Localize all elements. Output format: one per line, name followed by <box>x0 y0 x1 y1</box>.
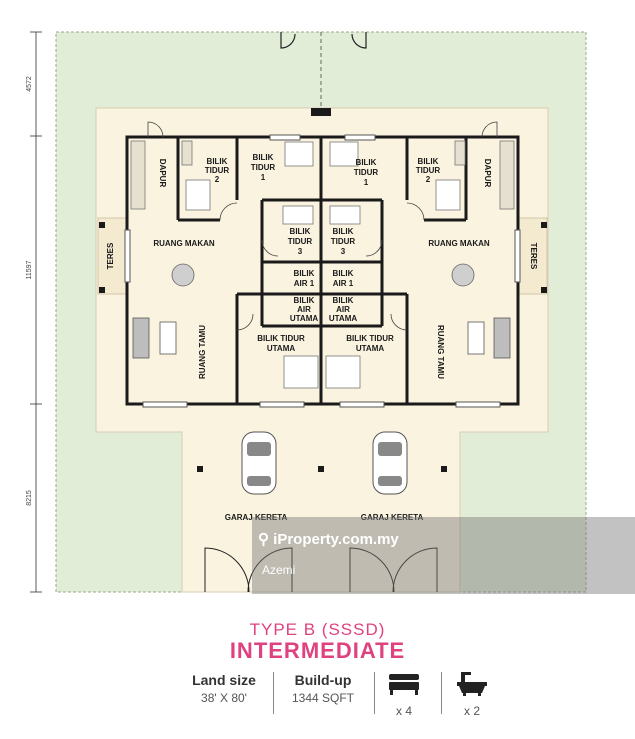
label-bilik-air-1-left: AIR 1 <box>294 279 315 288</box>
label-bilik-air-1-right: AIR 1 <box>333 279 354 288</box>
bedroom-count: x 4 <box>395 704 412 718</box>
label-ruang-tamu-right: RUANG TAMU <box>436 325 445 379</box>
label-teres-right: TERES <box>529 243 538 270</box>
label-teres-left: TERES <box>106 242 115 269</box>
label-bilik-tidur-1-left: TIDUR <box>251 163 276 172</box>
label-bilik-tidur-3-left: 3 <box>298 247 303 256</box>
label-bilik-tidur-3-left: BILIK <box>290 227 311 236</box>
build-up-label: Build-up <box>294 672 352 688</box>
kitchen-counters <box>130 140 515 210</box>
door-swings <box>147 121 498 331</box>
label-bilik-air-utama-left: UTAMA <box>290 314 319 323</box>
land-size-label: Land size <box>192 672 256 688</box>
dimension-4572: 4572 <box>26 76 33 92</box>
watermark-band <box>252 517 635 594</box>
pin-icon: ⚲ <box>258 531 269 548</box>
label-bilik-tidur-1-left: 1 <box>261 173 266 182</box>
label-bilik-tidur-2-left: 2 <box>215 175 220 184</box>
dimension-8215: 8215 <box>26 490 33 506</box>
pillars <box>99 108 547 472</box>
label-bilik-tidur-utama-left: BILIK TIDUR <box>257 334 305 343</box>
label-bilik-air-utama-right: AIR <box>336 305 350 314</box>
label-bilik-air-utama-left: AIR <box>297 305 311 314</box>
bed-furniture <box>185 141 461 389</box>
bathtub-icon <box>457 672 487 696</box>
land-size-stat: Land size 38' X 80' <box>184 672 264 705</box>
label-bilik-tidur-1-right: 1 <box>364 178 369 187</box>
divider <box>273 672 274 714</box>
teres-right-area <box>516 217 548 295</box>
label-bilik-tidur-3-right: 3 <box>341 247 346 256</box>
bedroom-stat: x 4 <box>382 672 426 718</box>
label-bilik-tidur-utama-left: UTAMA <box>267 344 296 353</box>
label-bilik-air-utama-right: UTAMA <box>329 314 358 323</box>
label-bilik-tidur-1-right: TIDUR <box>354 168 379 177</box>
car-right <box>372 431 408 495</box>
build-up-value: 1344 SQFT <box>291 691 355 705</box>
bathroom-count: x 2 <box>463 704 480 718</box>
watermark-logo-text: iProperty.com.my <box>273 531 399 548</box>
land-size-value: 38' X 80' <box>201 691 247 705</box>
floor-plan: 4572 11597 8215 <box>26 31 587 593</box>
label-bilik-air-1-left: BILIK <box>294 269 315 278</box>
label-garaj-left: GARAJ KERETA <box>225 513 288 522</box>
sofa-furniture <box>132 317 511 359</box>
label-bilik-air-utama-right: BILIK <box>333 296 354 305</box>
top-gate <box>280 32 367 49</box>
bathroom-stat: x 2 <box>450 672 494 718</box>
build-up-stat: Build-up 1344 SQFT <box>282 672 364 705</box>
label-ruang-makan-right: RUANG MAKAN <box>428 239 490 248</box>
label-bilik-tidur-3-right: BILIK <box>333 227 354 236</box>
label-dapur-right: DAPUR <box>483 159 492 188</box>
label-bilik-tidur-1-right: BILIK <box>356 158 377 167</box>
label-ruang-tamu-left: RUANG TAMU <box>198 325 207 379</box>
label-bilik-tidur-2-left: TIDUR <box>205 166 230 175</box>
label-bilik-tidur-utama-right: BILIK TIDUR <box>346 334 394 343</box>
label-bilik-tidur-2-left: BILIK <box>207 157 228 166</box>
unit-title: INTERMEDIATE <box>229 638 406 663</box>
label-garaj-right: GARAJ KERETA <box>361 513 424 522</box>
label-bilik-tidur-1-left: BILIK <box>253 153 274 162</box>
front-gate <box>204 547 438 593</box>
label-bilik-tidur-2-right: 2 <box>426 175 431 184</box>
car-left <box>241 431 277 495</box>
watermark-agent: Azemi <box>262 563 296 577</box>
divider <box>441 672 442 714</box>
label-bilik-tidur-2-right: TIDUR <box>416 166 441 175</box>
dimension-11597: 11597 <box>26 260 33 279</box>
windows <box>124 134 521 408</box>
watermark-logo: ⚲ iProperty.com.my <box>258 530 399 548</box>
label-bilik-tidur-2-right: BILIK <box>418 157 439 166</box>
label-bilik-air-utama-left: BILIK <box>294 296 315 305</box>
label-dapur-left: DAPUR <box>158 159 167 188</box>
label-bilik-air-1-right: BILIK <box>333 269 354 278</box>
divider <box>374 672 375 714</box>
walls <box>125 135 520 406</box>
bed-icon <box>389 674 419 695</box>
label-bilik-tidur-3-right: TIDUR <box>331 237 356 246</box>
unit-type: TYPE B (SSSD) <box>249 620 386 639</box>
label-bilik-tidur-3-left: TIDUR <box>288 237 313 246</box>
dimension-line <box>30 31 42 593</box>
label-bilik-tidur-utama-right: UTAMA <box>356 344 385 353</box>
dining-set <box>171 263 475 287</box>
label-ruang-makan-left: RUANG MAKAN <box>153 239 215 248</box>
